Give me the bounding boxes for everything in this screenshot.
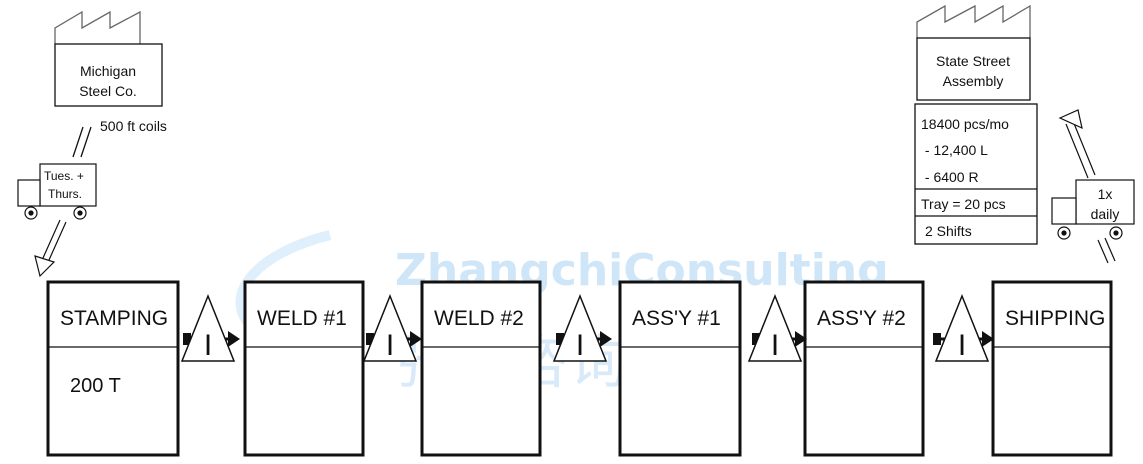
outbound-truck-line2: daily	[1091, 206, 1120, 222]
process-box: WELD #1	[243, 280, 365, 457]
inbound-truck-line1: Tues. +	[44, 169, 84, 183]
supplier-name-line1: Michigan	[80, 63, 136, 79]
inventory-symbol: I	[771, 329, 779, 362]
supplier-shipment-label: 500 ft coils	[100, 118, 167, 134]
process-name: STAMPING	[60, 307, 168, 330]
supplier-factory	[54, 10, 163, 107]
customer-data-box	[914, 103, 1038, 245]
process-name: ASS'Y #1	[632, 307, 721, 330]
inventory-triangle: I	[747, 293, 807, 362]
customer-name-line1: State Street	[936, 53, 1010, 69]
customer-factory	[916, 4, 1031, 101]
customer-shifts: 2 Shifts	[925, 223, 972, 239]
inventory-symbol: I	[576, 329, 584, 362]
inbound-shipment-arrow	[34, 219, 67, 278]
process-box: SHIPPING	[991, 280, 1113, 457]
supplier-name-line2: Steel Co.	[79, 83, 137, 99]
customer-demand-right: - 6400 R	[921, 169, 979, 185]
inventory-symbol: I	[958, 329, 966, 362]
inbound-truck-line2: Thurs.	[48, 187, 82, 201]
outbound-truck-line1: 1x	[1098, 186, 1113, 202]
customer-demand-left: - 12,400 L	[921, 142, 988, 158]
customer-tray-size: Tray = 20 pcs	[921, 196, 1006, 212]
inbound-truck-icon	[17, 163, 97, 220]
supplier-shipment-line	[72, 126, 92, 158]
process-name: WELD #1	[257, 307, 347, 330]
inventory-triangle: I	[180, 293, 240, 362]
inventory-triangle: I	[362, 293, 422, 362]
process-flow: STAMPING 200 T WELD #1 WELD #2 ASS'Y #1 ASS'Y…	[46, 280, 1113, 457]
process-box: WELD #2	[420, 280, 542, 457]
outbound-shipment-arrow	[1058, 109, 1116, 264]
inventory-triangle: I	[933, 293, 994, 362]
inventory-triangle: I	[552, 293, 612, 362]
customer-name-line2: Assembly	[943, 73, 1004, 89]
process-name: SHIPPING	[1005, 307, 1105, 330]
inventory-symbol: I	[386, 329, 394, 362]
process-detail: 200 T	[70, 375, 121, 397]
customer-demand: 18400 pcs/mo	[921, 116, 1009, 132]
process-name: ASS'Y #2	[817, 307, 906, 330]
process-name: WELD #2	[434, 307, 524, 330]
process-box: ASS'Y #2	[803, 280, 925, 457]
process-box: STAMPING 200 T	[46, 280, 180, 457]
process-box: ASS'Y #1	[618, 280, 742, 457]
outbound-truck-icon	[1051, 179, 1135, 240]
inventory-symbol: I	[204, 329, 212, 362]
